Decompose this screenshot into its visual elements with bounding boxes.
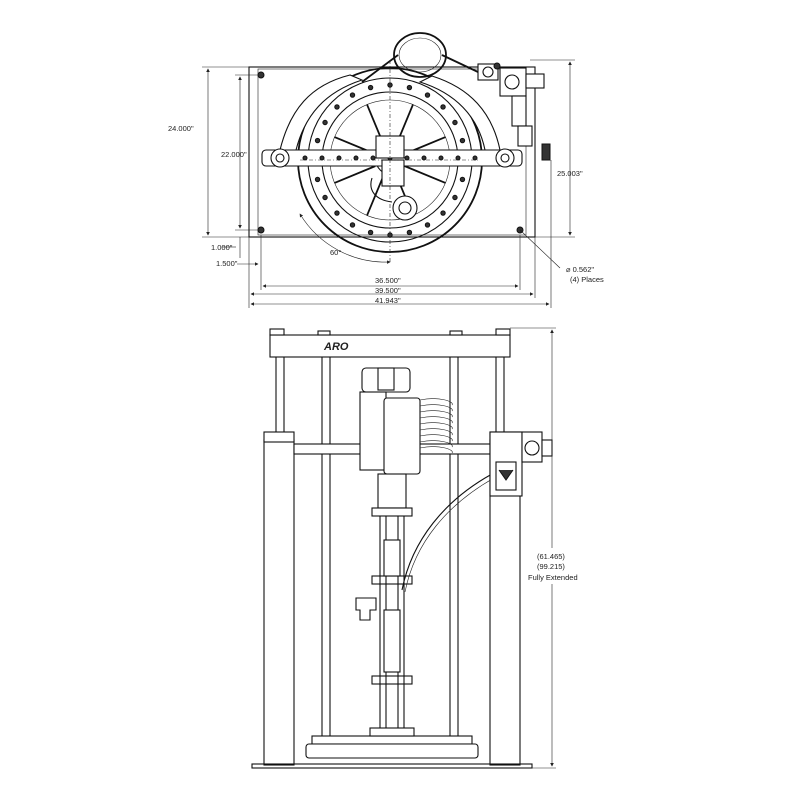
beam-hole	[472, 155, 478, 161]
dim-front-height-2: (99.215)	[537, 562, 565, 571]
spoke	[404, 165, 446, 184]
flange-bolt	[349, 222, 356, 228]
dim-offset-b: 1.500"	[216, 259, 238, 268]
coil-loop	[419, 398, 453, 406]
angle-arc	[299, 213, 391, 264]
air-regulator-assembly	[477, 62, 551, 161]
flange-bolt	[424, 222, 431, 228]
coil-loop	[419, 440, 453, 448]
hose-loop	[393, 32, 447, 78]
beam-hole	[370, 155, 376, 161]
beam-hole	[336, 155, 342, 161]
beam-hole	[302, 155, 308, 161]
beam-hole	[353, 155, 359, 161]
top-view: 60° 24.000" 22.000" 1.000" 1.500" 25.003…	[168, 32, 604, 308]
flange-bolt	[334, 210, 340, 216]
coil-loop	[419, 422, 453, 430]
beam-hole	[421, 155, 427, 161]
coil-loop	[419, 416, 453, 424]
base-plate-outline	[248, 66, 536, 238]
dim-front-height-note: Fully Extended	[528, 573, 578, 582]
dim-hole-diameter: ⌀ 0.562"	[566, 265, 594, 274]
left-column	[263, 439, 295, 766]
flange-bolt	[452, 119, 458, 126]
flange-bolt	[322, 194, 328, 201]
flange-bolt	[349, 92, 356, 98]
flange-bolt	[367, 229, 374, 236]
dim-height-right: 25.003"	[557, 169, 583, 178]
flange-bolt	[440, 104, 446, 110]
dim-front-height-1: (61.465)	[537, 552, 565, 561]
follower-plate	[311, 735, 473, 745]
flange-bolt	[452, 194, 458, 201]
coil-loop	[419, 434, 453, 442]
flange-bolt	[314, 137, 321, 144]
mount-hole-bl	[257, 226, 265, 234]
coil-loop	[419, 404, 453, 412]
flange-bolt	[424, 92, 431, 98]
base	[251, 763, 533, 769]
dim-height-inner: 22.000"	[221, 150, 247, 159]
flange-bolt	[406, 229, 413, 236]
dim-hole-count: (4) Places	[570, 275, 604, 284]
flange-bolt	[440, 210, 446, 216]
flange-bolt	[334, 104, 340, 110]
beam-hole	[319, 155, 325, 161]
angle-label: 60°	[330, 248, 341, 257]
outlet-elbow	[355, 597, 377, 621]
top-crosshead	[269, 334, 511, 358]
air-regulator	[489, 431, 553, 497]
coil-loop	[419, 446, 453, 454]
dim-offset-a: 1.000"	[211, 243, 233, 252]
flange-bolt	[314, 176, 321, 183]
flange-bolt	[322, 119, 328, 126]
beam-hole	[438, 155, 444, 161]
dim-width-holes: 36.500"	[375, 276, 401, 285]
flange-bolt	[367, 84, 374, 91]
spoke	[334, 165, 376, 184]
front-view: ARO	[251, 327, 580, 769]
dim-width-base: 39.500"	[375, 286, 401, 295]
mount-hole-tl	[257, 71, 265, 79]
flange-bolt	[459, 137, 466, 144]
outlet-fitting	[392, 195, 418, 221]
flange-bolt	[406, 84, 413, 91]
dim-width-overall: 41.943"	[375, 296, 401, 305]
dim-height-outer: 24.000"	[168, 124, 194, 133]
beam-hole	[455, 155, 461, 161]
aro-logo: ARO	[323, 341, 349, 353]
beam-hole	[404, 155, 410, 161]
pump-tube-assembly	[371, 507, 413, 517]
hose-coil	[419, 398, 453, 454]
flange-bolt	[459, 176, 466, 183]
coil-loop	[419, 410, 453, 418]
coil-loop	[419, 428, 453, 436]
left-arm	[279, 74, 364, 151]
right-arm	[418, 75, 501, 151]
